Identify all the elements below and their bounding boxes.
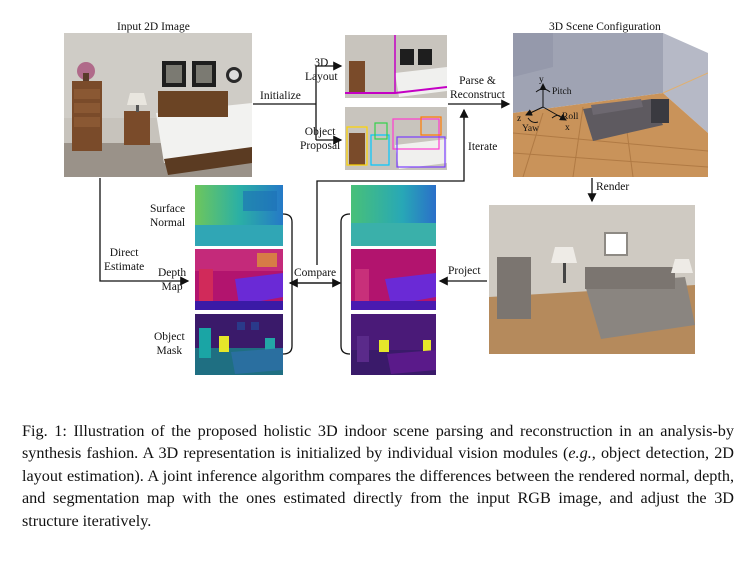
3d-scene-configuration-image [513,33,708,177]
object-proposal-label: Object Proposal [300,126,341,152]
3d-layout-image [345,35,447,98]
surface-normal-label: Surface Normal [150,203,186,229]
input-image-title: Input 2D Image [117,21,190,33]
axis-z-label: z [517,114,522,124]
yaw-label: Yaw [522,124,539,134]
caption-prefix: Fig. 1: Illustration of the proposed hol… [22,422,734,463]
object-mask-rendered [351,314,436,375]
surface-normal-estimated [195,185,283,246]
depth-map-label: Depth Map [158,267,187,293]
caption-eg: e.g. [568,444,592,463]
pitch-label: Pitch [552,87,572,97]
input-bedroom-photo [64,33,252,177]
rendered-scene-image [489,205,695,354]
direct-estimate-label: Direct Estimate [104,247,145,273]
parse-reconstruct-label: Parse & Reconstruct [450,75,505,101]
surface-normal-rendered [351,185,436,246]
render-label: Render [596,181,630,193]
roll-label: Roll [562,112,579,122]
axis-x-label: x [565,123,570,133]
initialize-label: Initialize [260,90,301,102]
caption-suffix: , object detection, 2D layout estimation… [22,444,734,530]
scene-config-title: 3D Scene Configuration [549,21,661,33]
compare-label: Compare [294,267,337,279]
3d-layout-label: 3D Layout [305,57,338,83]
figure-caption: Fig. 1: Illustration of the proposed hol… [22,420,734,532]
depth-map-estimated [195,249,283,310]
object-mask-estimated [195,314,283,375]
axis-y-label: y [539,75,544,85]
iterate-label: Iterate [468,141,498,153]
project-label: Project [448,265,481,277]
depth-map-rendered [351,249,436,310]
object-mask-label: Object Mask [154,331,185,357]
object-proposal-image [345,107,447,170]
